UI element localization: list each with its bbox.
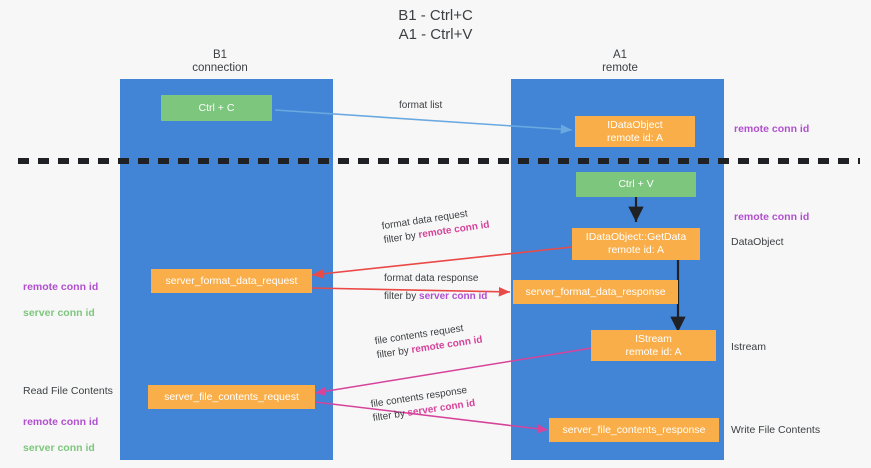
edge-line1: format data response (384, 273, 479, 284)
annotation-remote-conn-id-top: remote conn id (734, 123, 810, 135)
edge-line2-prefix: filter by (376, 344, 413, 362)
annotation-server-conn-id: server conn id (23, 442, 95, 454)
edge-label-format-data-response: format data response filter by server co… (384, 272, 487, 304)
node-ctrl-v[interactable]: Ctrl + V (576, 172, 696, 197)
node-istream[interactable]: IStream remote id: A (591, 330, 716, 361)
annotation-server-conn-id: server conn id (23, 307, 95, 319)
node-ctrl-c[interactable]: Ctrl + C (161, 95, 272, 121)
annotation-remote-conn-id: remote conn id (23, 281, 99, 293)
annotation-conn-ids-upper: remote conn id server conn id (23, 268, 98, 333)
edge-label-format-data-request: format data request filter by remote con… (381, 205, 491, 248)
node-server-file-contents-request[interactable]: server_file_contents_request (148, 385, 315, 409)
node-server-format-data-response[interactable]: server_format_data_response (513, 280, 678, 304)
annotation-read-file-contents: Read File Contents (23, 385, 113, 397)
edge-label-format-list: format list (399, 100, 443, 111)
edge-label-file-contents-request: file contents request filter by remote c… (374, 320, 484, 363)
node-idataobject-getdata[interactable]: IDataObject::GetData remote id: A (572, 228, 700, 260)
annotation-remote-conn-id-mid: remote conn id (734, 211, 810, 223)
edge-line2-prefix: filter by (383, 229, 420, 247)
node-server-file-contents-response[interactable]: server_file_contents_response (549, 418, 719, 442)
edge-label-file-contents-response: file contents response filter by server … (370, 383, 476, 426)
edge-line2-highlight: server conn id (419, 291, 488, 302)
node-idataobject[interactable]: IDataObject remote id: A (575, 116, 695, 147)
annotation-istream: Istream (731, 341, 767, 353)
column-header-a1: A1 remote (602, 49, 638, 74)
node-server-format-data-request[interactable]: server_format_data_request (151, 269, 312, 293)
edge-line2-prefix: filter by (372, 407, 409, 425)
annotation-dataobject: DataObject (731, 236, 784, 248)
page-title: B1 - Ctrl+C A1 - Ctrl+V (398, 7, 473, 43)
column-header-b1: B1 connection (192, 49, 248, 74)
annotation-conn-ids-lower: remote conn id server conn id (23, 403, 98, 468)
annotation-remote-conn-id: remote conn id (23, 416, 99, 428)
edge-line2-prefix: filter by (384, 291, 420, 302)
annotation-write-file-contents: Write File Contents (731, 424, 821, 436)
